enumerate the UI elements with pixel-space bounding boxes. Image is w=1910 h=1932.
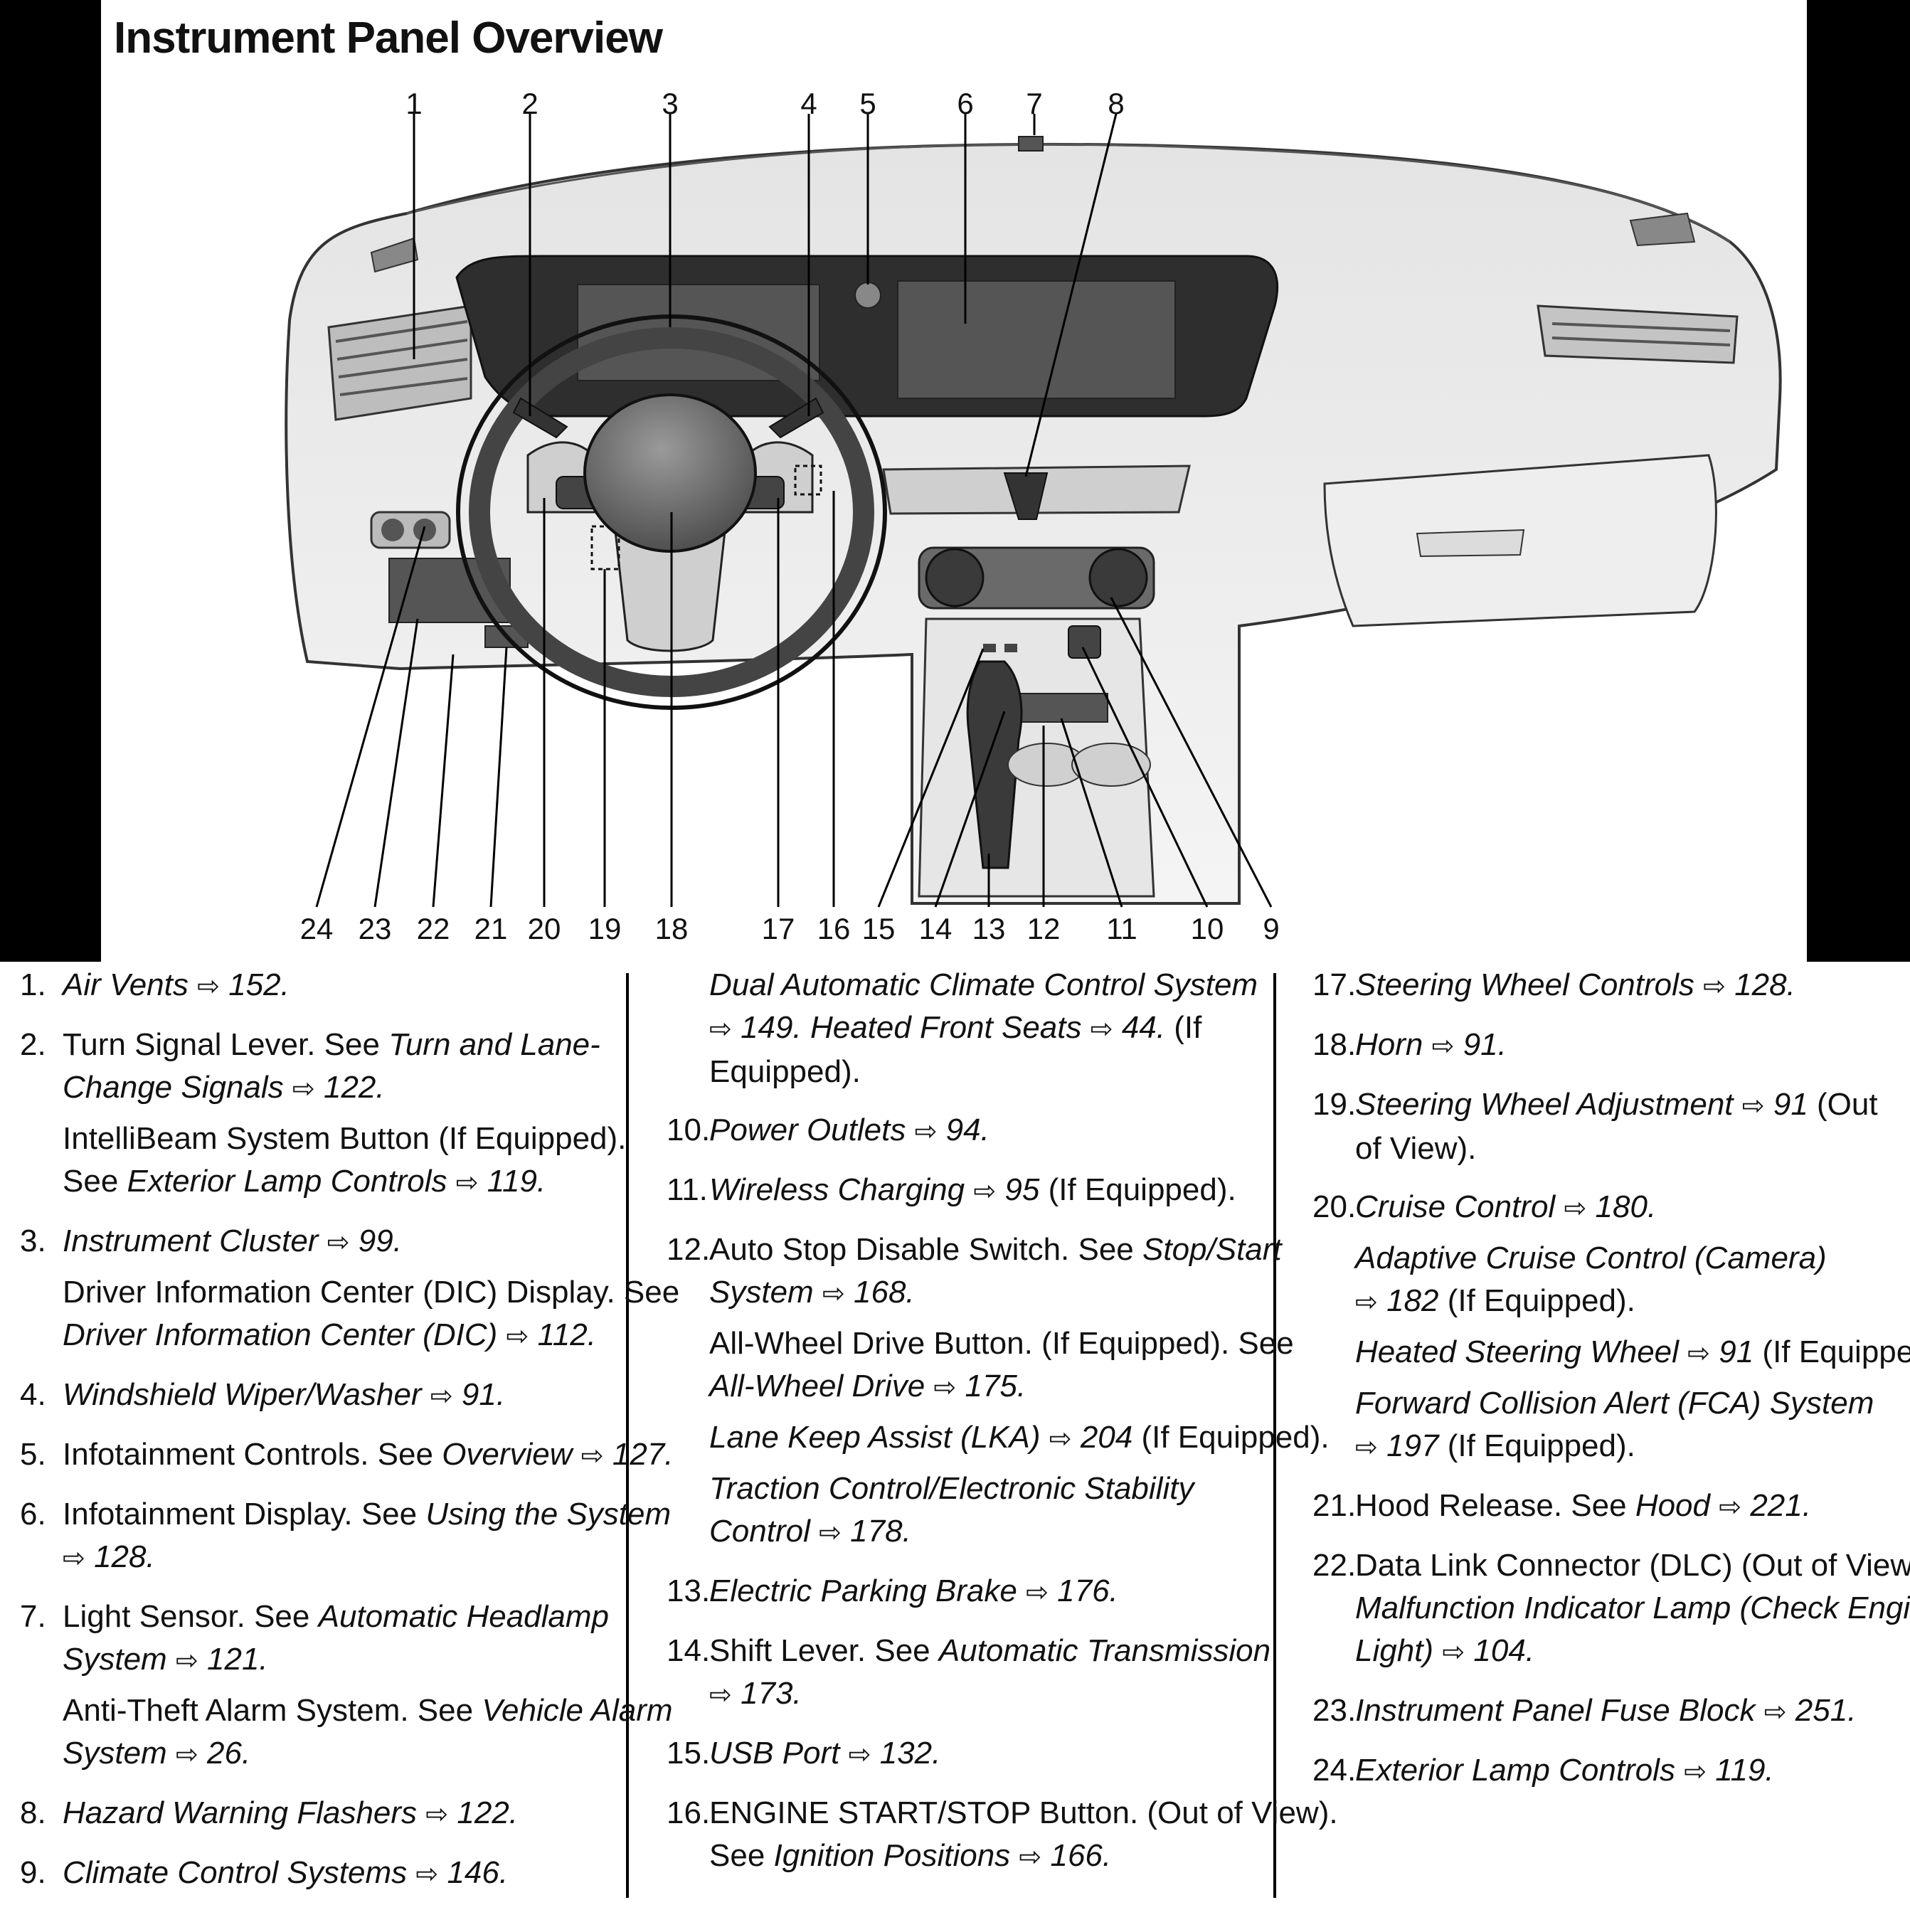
legend-item-5: 5. Infotainment Controls. See Overview ⇨… bbox=[20, 1437, 674, 1472]
legend-column-2: Dual Automatic Climate Control System ⇨ … bbox=[667, 964, 1338, 1894]
legend-item-1: 1. Air Vents ⇨ 152. bbox=[20, 967, 290, 1002]
callout-20: 20 bbox=[528, 912, 561, 945]
legend-item-9: 9. Climate Control Systems ⇨ 146. bbox=[20, 1855, 509, 1890]
callout-22: 22 bbox=[417, 912, 450, 945]
legend-item-24: 24. Exterior Lamp Controls ⇨ 119. bbox=[1312, 1753, 1774, 1788]
legend-item-11: 11. Wireless Charging ⇨ 95 (If Equipped)… bbox=[667, 1172, 1236, 1207]
legend-item-2: 2. Turn Signal Lever. See Turn and Lane-… bbox=[20, 1027, 627, 1199]
instrument-panel-illustration: 1 2 3 4 5 6 7 8 24 23 22 21 20 19 18 17 … bbox=[285, 87, 1782, 945]
callout-16: 16 bbox=[817, 912, 851, 945]
callout-2: 2 bbox=[521, 87, 538, 120]
legend-item-12: 12. Auto Stop Disable Switch. See Stop/S… bbox=[667, 1232, 1330, 1549]
legend-item-21: 21. Hood Release. See Hood ⇨ 221. bbox=[1312, 1488, 1811, 1523]
callout-8: 8 bbox=[1108, 87, 1124, 120]
callout-10: 10 bbox=[1191, 912, 1224, 945]
legend-item-20: 20. Cruise Control ⇨ 180. Adaptive Cruis… bbox=[1312, 1189, 1910, 1463]
callout-13: 13 bbox=[972, 912, 1006, 945]
left-black-margin bbox=[0, 0, 101, 962]
column-divider-2 bbox=[1273, 973, 1276, 1898]
legend-item-19: 19. Steering Wheel Adjustment ⇨ 91 (Out … bbox=[1312, 1087, 1878, 1166]
legend-item-18: 18. Horn ⇨ 91. bbox=[1312, 1027, 1507, 1062]
legend-column-3: 17. Steering Wheel Controls ⇨ 128. 18. H… bbox=[1312, 964, 1910, 1809]
legend-item-8: 8. Hazard Warning Flashers ⇨ 122. bbox=[20, 1795, 519, 1830]
callout-17: 17 bbox=[762, 912, 795, 945]
callout-12: 12 bbox=[1027, 912, 1061, 945]
callout-1: 1 bbox=[405, 87, 422, 120]
callout-15: 15 bbox=[862, 912, 896, 945]
legend-item-16: 16. ENGINE START/STOP Button. (Out of Vi… bbox=[667, 1795, 1338, 1873]
legend-item-15: 15. USB Port ⇨ 132. bbox=[667, 1736, 941, 1771]
legend-item-6: 6. Infotainment Display. See Using the S… bbox=[20, 1497, 672, 1574]
page-title: Instrument Panel Overview bbox=[114, 14, 663, 63]
legend-item-4: 4. Windshield Wiper/Washer ⇨ 91. bbox=[20, 1377, 506, 1412]
callout-23: 23 bbox=[359, 912, 392, 945]
callout-19: 19 bbox=[588, 912, 622, 945]
legend-item-9-continued: Dual Automatic Climate Control System ⇨ … bbox=[709, 967, 1258, 1089]
callout-21: 21 bbox=[474, 912, 508, 945]
legend-column-1: 1. Air Vents ⇨ 152. 2. Turn Signal Lever… bbox=[20, 964, 680, 1911]
callout-14: 14 bbox=[919, 912, 953, 945]
callout-4: 4 bbox=[800, 87, 817, 120]
legend-item-13: 13. Electric Parking Brake ⇨ 176. bbox=[667, 1573, 1118, 1608]
callout-3: 3 bbox=[662, 87, 678, 120]
legend-item-7: 7. Light Sensor. See Automatic Headlamp … bbox=[20, 1599, 673, 1771]
callout-24: 24 bbox=[300, 912, 334, 945]
right-black-margin bbox=[1807, 0, 1910, 962]
callout-6: 6 bbox=[957, 87, 973, 120]
callout-9: 9 bbox=[1263, 912, 1279, 945]
legend-item-17: 17. Steering Wheel Controls ⇨ 128. bbox=[1312, 967, 1795, 1002]
column-divider-1 bbox=[626, 973, 629, 1898]
legend-item-23: 23. Instrument Panel Fuse Block ⇨ 251. bbox=[1312, 1693, 1857, 1728]
callout-7: 7 bbox=[1026, 87, 1042, 120]
callout-18: 18 bbox=[655, 912, 689, 945]
callout-5: 5 bbox=[859, 87, 876, 120]
legend-item-22: 22. Data Link Connector (DLC) (Out of Vi… bbox=[1312, 1548, 1910, 1668]
callout-11: 11 bbox=[1106, 912, 1137, 945]
legend-item-3: 3. Instrument Cluster ⇨ 99. Driver Infor… bbox=[20, 1224, 680, 1352]
legend-item-14: 14. Shift Lever. See Automatic Transmiss… bbox=[667, 1633, 1271, 1711]
legend-item-10: 10. Power Outlets ⇨ 94. bbox=[667, 1113, 990, 1147]
